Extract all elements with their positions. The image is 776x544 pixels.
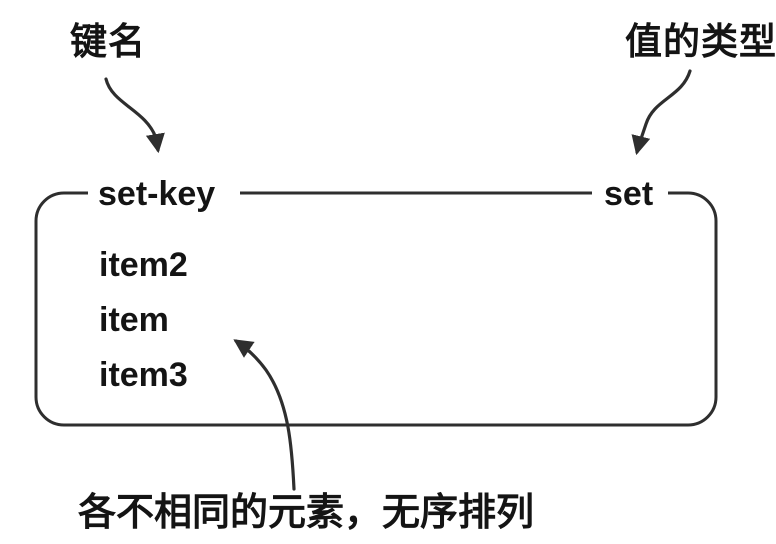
set-member: item3 — [99, 356, 188, 394]
set-box-outline — [34, 191, 718, 427]
value-type-label: 值的类型 — [625, 21, 776, 62]
set-type-label: set — [600, 177, 658, 211]
value-type-arrow-icon — [631, 69, 692, 156]
elements-arrow-icon — [233, 339, 296, 491]
key-name-label: 键名 — [70, 21, 146, 62]
set-key-label: set-key — [94, 177, 220, 211]
set-member: item — [99, 301, 169, 339]
set-member: item2 — [99, 246, 188, 284]
key-name-arrow-icon — [104, 77, 165, 154]
elements-note-label: 各不相同的元素，无序排列 — [78, 492, 535, 534]
